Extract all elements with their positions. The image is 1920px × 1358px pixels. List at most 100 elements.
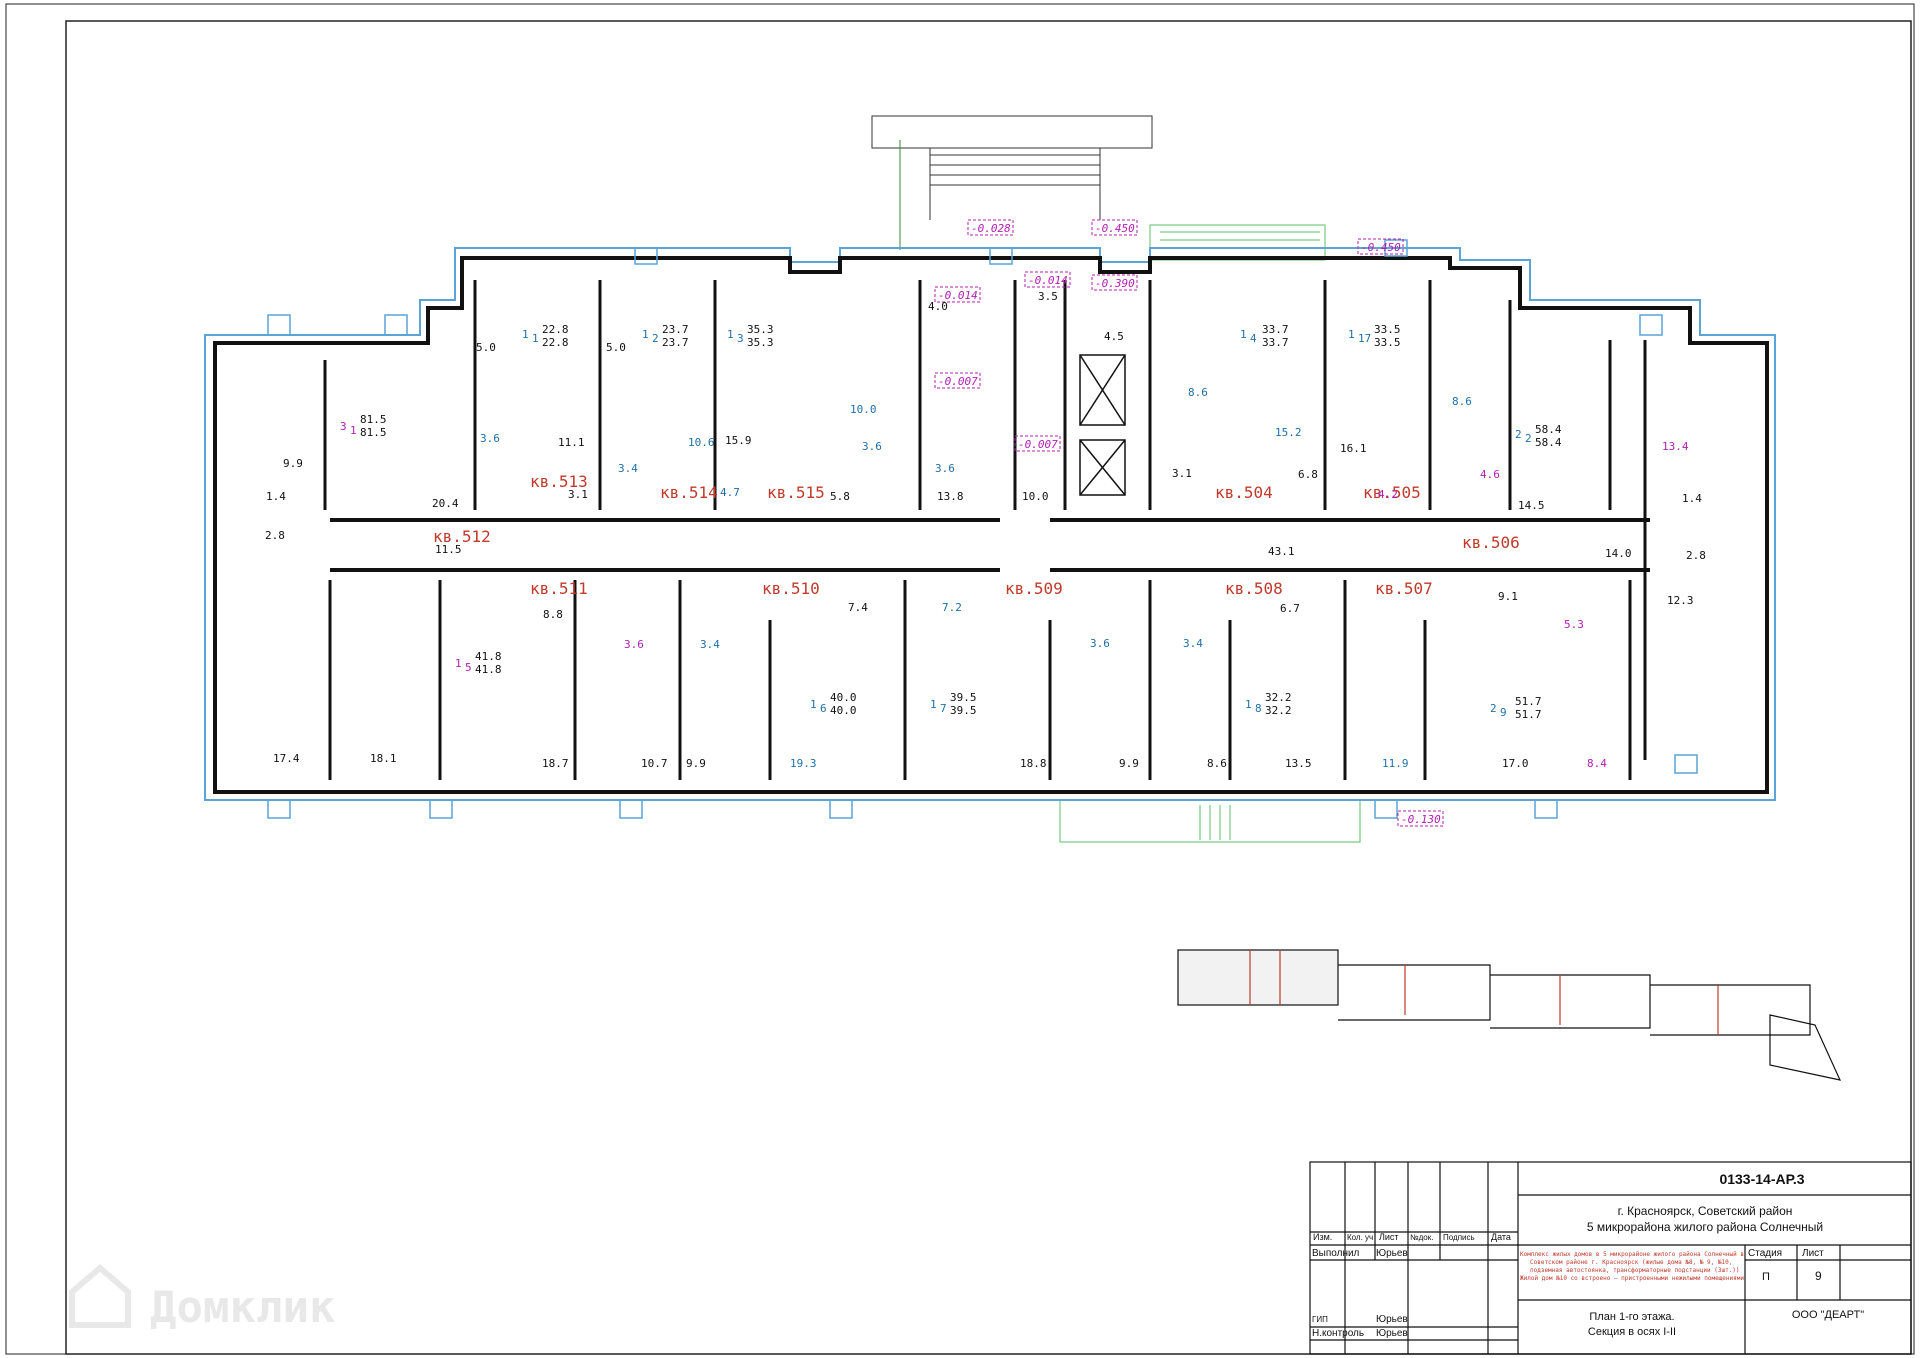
svg-text:6: 6 bbox=[820, 702, 827, 715]
svg-text:Кол. уч: Кол. уч bbox=[1347, 1233, 1373, 1242]
company-name: ООО "ДЕАРТ" bbox=[1792, 1309, 1864, 1321]
level-mark: -0.028 bbox=[971, 222, 1011, 235]
address-line1: г. Красноярск, Советский район bbox=[1618, 1204, 1793, 1218]
svg-text:7.2: 7.2 bbox=[942, 601, 962, 614]
svg-text:№док.: №док. bbox=[1410, 1233, 1433, 1242]
svg-text:1: 1 bbox=[1240, 328, 1247, 341]
svg-text:40.0: 40.0 bbox=[830, 691, 857, 704]
apartment-label: кв.513 bbox=[530, 472, 588, 491]
svg-text:1: 1 bbox=[810, 698, 817, 711]
svg-text:22.8: 22.8 bbox=[542, 323, 569, 336]
svg-text:9: 9 bbox=[1815, 1269, 1822, 1283]
svg-text:1: 1 bbox=[642, 328, 649, 341]
svg-text:Изм.: Изм. bbox=[1313, 1232, 1332, 1242]
svg-text:8.4: 8.4 bbox=[1587, 757, 1607, 770]
apartment-label: кв.510 bbox=[762, 579, 820, 598]
ramp-bottom bbox=[1059, 799, 1361, 843]
svg-text:33.5: 33.5 bbox=[1374, 323, 1401, 336]
svg-text:1.4: 1.4 bbox=[266, 490, 286, 503]
svg-text:5.8: 5.8 bbox=[830, 490, 850, 503]
svg-text:17.0: 17.0 bbox=[1502, 757, 1529, 770]
svg-text:3.4: 3.4 bbox=[618, 462, 638, 475]
svg-text:9.1: 9.1 bbox=[1498, 590, 1518, 603]
svg-text:1: 1 bbox=[532, 332, 539, 345]
svg-text:10.0: 10.0 bbox=[1022, 490, 1049, 503]
svg-text:3.5: 3.5 bbox=[1038, 290, 1058, 303]
apartment-label: кв.515 bbox=[767, 483, 825, 502]
svg-text:3.6: 3.6 bbox=[1090, 637, 1110, 650]
svg-text:33.5: 33.5 bbox=[1374, 336, 1401, 349]
level-marks: -0.028 -0.014 -0.014 -0.007 -0.007 -0.45… bbox=[934, 219, 1444, 827]
svg-text:13.5: 13.5 bbox=[1285, 757, 1312, 770]
level-mark: -0.390 bbox=[1095, 277, 1135, 290]
svg-text:Домклик: Домклик bbox=[150, 1282, 335, 1333]
svg-text:18.1: 18.1 bbox=[370, 752, 397, 765]
svg-text:9.9: 9.9 bbox=[686, 757, 706, 770]
svg-text:15.9: 15.9 bbox=[725, 434, 752, 447]
svg-text:3.1: 3.1 bbox=[1172, 467, 1192, 480]
svg-text:Юрьев: Юрьев bbox=[1376, 1328, 1408, 1339]
domclick-watermark: Домклик bbox=[69, 1264, 335, 1333]
svg-text:Комплекс жилых домов в 5 микро: Комплекс жилых домов в 5 микрорайоне жил… bbox=[1520, 1251, 1744, 1258]
outer-frame bbox=[5, 3, 1915, 1355]
svg-text:6.8: 6.8 bbox=[1298, 468, 1318, 481]
apartment-label: кв.506 bbox=[1462, 533, 1520, 552]
svg-text:2: 2 bbox=[1515, 428, 1522, 441]
apartment-label: кв.514 bbox=[660, 483, 718, 502]
svg-text:1: 1 bbox=[1348, 328, 1355, 341]
svg-text:ГИП: ГИП bbox=[1312, 1315, 1328, 1324]
svg-text:Жилой дом №10 со встроено — пр: Жилой дом №10 со встроено — пристроенным… bbox=[1520, 1275, 1744, 1282]
svg-text:3.6: 3.6 bbox=[624, 638, 644, 651]
title-block bbox=[1309, 1161, 1912, 1355]
svg-text:Н.контроль: Н.контроль bbox=[1312, 1328, 1364, 1339]
svg-text:5.3: 5.3 bbox=[1564, 618, 1584, 631]
level-mark: -0.014 bbox=[1028, 274, 1068, 287]
svg-text:7.4: 7.4 bbox=[848, 601, 868, 614]
apartment-label: кв.507 bbox=[1375, 579, 1433, 598]
svg-text:35.3: 35.3 bbox=[747, 336, 774, 349]
svg-text:5.0: 5.0 bbox=[606, 341, 626, 354]
level-mark: -0.007 bbox=[1018, 438, 1058, 451]
svg-text:1: 1 bbox=[455, 657, 462, 670]
svg-text:3: 3 bbox=[340, 420, 347, 433]
svg-text:Юрьев: Юрьев bbox=[1376, 1248, 1408, 1259]
svg-text:43.1: 43.1 bbox=[1268, 545, 1295, 558]
address-line2: 5 микрорайона жилого района Солнечный bbox=[1587, 1220, 1823, 1234]
svg-text:19.3: 19.3 bbox=[790, 757, 817, 770]
drawing-subtitle: Секция в осях I-II bbox=[1588, 1326, 1676, 1338]
svg-text:58.4: 58.4 bbox=[1535, 423, 1562, 436]
svg-text:2.8: 2.8 bbox=[265, 529, 285, 542]
svg-text:Подпись: Подпись bbox=[1443, 1233, 1475, 1242]
svg-text:1: 1 bbox=[727, 328, 734, 341]
svg-text:8: 8 bbox=[1255, 702, 1262, 715]
svg-text:23.7: 23.7 bbox=[662, 336, 689, 349]
svg-text:15.2: 15.2 bbox=[1275, 426, 1302, 439]
svg-text:1: 1 bbox=[930, 698, 937, 711]
key-plan bbox=[1177, 949, 1842, 1081]
svg-text:41.8: 41.8 bbox=[475, 650, 502, 663]
svg-text:Лист: Лист bbox=[1802, 1248, 1824, 1259]
apartment-label: кв.505 bbox=[1363, 483, 1421, 502]
drawing-code: 0133-14-АР.3 bbox=[1719, 1171, 1804, 1187]
svg-text:2.8: 2.8 bbox=[1686, 549, 1706, 562]
apartment-label: кв.509 bbox=[1005, 579, 1063, 598]
svg-text:39.5: 39.5 bbox=[950, 691, 977, 704]
svg-text:3: 3 bbox=[737, 332, 744, 345]
svg-text:1: 1 bbox=[1245, 698, 1252, 711]
svg-text:9.9: 9.9 bbox=[1119, 757, 1139, 770]
level-mark: -0.007 bbox=[938, 375, 978, 388]
svg-text:39.5: 39.5 bbox=[950, 704, 977, 717]
svg-text:9: 9 bbox=[1500, 706, 1507, 719]
svg-text:11.9: 11.9 bbox=[1382, 757, 1409, 770]
apartment-label: кв.512 bbox=[433, 527, 491, 546]
svg-text:Юрьев: Юрьев bbox=[1376, 1314, 1408, 1325]
svg-text:3.1: 3.1 bbox=[568, 488, 588, 501]
level-mark: -0.014 bbox=[938, 289, 978, 302]
svg-text:11.5: 11.5 bbox=[435, 543, 462, 556]
